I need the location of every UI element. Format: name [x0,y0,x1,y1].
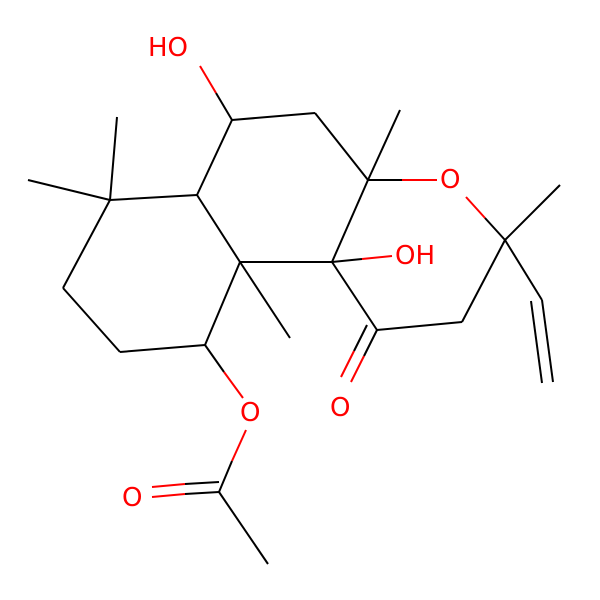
bond-c12-c13 [461,239,506,323]
carbon-bonds [27,109,561,565]
bond-c8-c9 [314,112,369,181]
bond-c7-oh-carbon [215,92,233,121]
bond-c4-c5 [204,261,241,346]
bond-acetyl-methyl [218,491,269,565]
oxygen-bonds [151,65,506,498]
atom-label-hydroxyl-center: OH [395,241,435,271]
atom-label-carbonyl-oxygen: O [122,483,142,513]
bond-carbonyl-b-carbon [184,481,220,485]
bond-vinyl-double-b [530,300,543,384]
bond-ketone-b-carbon [353,324,368,352]
bond-c1-c2 [62,199,111,289]
bond-c10-oh-oxygen [361,255,393,260]
bond-carbonyl-a-carbon [184,491,220,495]
bond-c3-c4 [119,344,206,353]
bond-methyl-gem-left [27,179,111,201]
bond-c9-c10 [331,179,369,263]
bond-methyl-gem-up [109,116,118,201]
atom-label-ring-oxygen: O [440,165,460,195]
bond-c6-c1 [109,194,198,201]
bond-c2-c3 [62,287,121,353]
bond-c4-oester-carbon [204,344,225,373]
atom-label-ester-oxygen: O [240,398,260,428]
bond-c10-oh-carbon [331,258,363,263]
bond-c4-oester-oxygen [223,371,244,399]
atom-labels: HO O OH O O O [122,33,460,513]
bond-ketone-a-carbon [363,329,378,357]
bond-carbonyl-a-oxygen [151,493,186,498]
bond-oester-acyl-oxygen [231,429,247,462]
bond-c7-c8 [231,112,316,121]
bond-ketone-a-oxygen [350,355,365,383]
bond-c11-c12 [376,321,463,331]
bond-c7-oh-oxygen [199,65,217,94]
bond-carbonyl-b-oxygen [151,483,186,488]
bond-c6-c7 [196,119,233,196]
bond-c5-c6 [196,194,241,263]
bond-c10-c11 [331,261,378,331]
bond-vinyl-single [504,239,543,301]
bond-oester-acyl-carbon [218,460,233,493]
bond-oring-c13-carbon [484,217,506,241]
bond-methyl-c9 [367,109,401,181]
atom-label-ketone-oxygen: O [330,393,350,423]
bond-ketone-b-oxygen [340,350,355,378]
atom-label-hydroxyl-top: HO [148,33,188,63]
bond-methyl-c5 [239,261,291,339]
bond-vinyl-double-a [541,299,554,383]
bond-methyl-c13 [504,184,561,241]
bond-oring-c13-oxygen [465,196,486,219]
